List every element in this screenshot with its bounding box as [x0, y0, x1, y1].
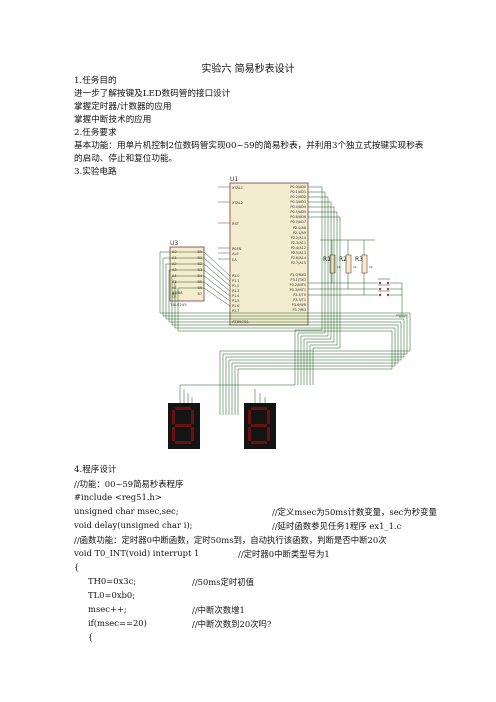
p2-pin-label: P2.0/A8	[293, 226, 306, 230]
u3b-pin-label: B7	[198, 292, 202, 296]
section-heading-circuit: 3.实验电路	[74, 167, 117, 177]
code-line-3-stmt: unsigned char msec,sec;	[74, 506, 179, 516]
code-line-10: msec++; //中断次数增1	[88, 604, 245, 615]
code-line-9: TL0=0xb0;	[88, 590, 136, 600]
mcu-xtal2: XTAL2	[232, 201, 243, 205]
p3-pin-label: P3.4/T0	[293, 293, 306, 297]
code-line-3: unsigned char msec,sec; //定义msec为50ms计数变…	[74, 506, 437, 517]
doc-title: 实验六 简易秒表设计	[201, 64, 295, 75]
p2-pin-label: P2.6/A14	[291, 256, 306, 260]
p3-pin-label: P3.2/INT0	[290, 283, 306, 287]
code-line-5: //函数功能：定时器0中断函数，定时50ms到，自动执行该函数，判断是否中断20…	[74, 535, 387, 545]
p0-pin-label: P0.3/AD3	[290, 200, 306, 204]
buffer-ab: AB/BA	[172, 291, 183, 295]
code-line-4-stmt: void delay(unsigned char i);	[74, 520, 193, 530]
mcu-body	[229, 182, 309, 326]
p1-pin-label: P1.0	[232, 274, 239, 278]
buffer-ce: CE	[172, 295, 177, 299]
p3-pin-label: P3.7/RD	[292, 308, 306, 312]
resistor-r3: R3	[355, 256, 363, 263]
code-line-10-stmt: msec++;	[88, 604, 127, 614]
u3a-pin-label: A5	[172, 280, 176, 284]
code-line-8-stmt: TH0=0x3c;	[88, 576, 137, 586]
p1-pin-label: P1.4	[232, 294, 239, 298]
mcu-p0-pins: P0.0/AD0P0.1/AD1P0.2/AD2P0.3/AD3P0.4/AD4…	[290, 185, 306, 224]
code-line-10-comment: //中断次数增1	[192, 605, 245, 615]
code-line-3-comment: //定义msec为50ms计数变量，sec为秒变量	[272, 507, 437, 517]
resistor-r3-value: 1k	[369, 265, 373, 269]
p1-pin-label: P1.1	[232, 279, 239, 283]
section-heading-program: 4.程序设计	[74, 465, 117, 475]
p3-pin-label: P3.1/TXD	[290, 278, 306, 282]
buffer-part-label: 74LS245	[170, 302, 187, 307]
p2-pin-label: P2.3/A11	[291, 241, 306, 245]
u3a-pin-label: A7	[172, 292, 176, 296]
p3-pin-label: P3.5/T1	[293, 298, 306, 302]
code-line-8-comment: //50ms定时初值	[192, 577, 255, 587]
requirement-text: 基本功能：用单片机控制2位数码管实现00~59的简易秒表，并利用3个独立式按键实…	[74, 141, 424, 164]
mcu-psen: PSEN	[232, 247, 242, 251]
buffer-ref-label: U3	[170, 240, 178, 247]
code-line-11-comment: //中断次数到20次吗?	[192, 619, 272, 629]
code-line-4: void delay(unsigned char i); //延时函数参见任务1…	[74, 520, 401, 531]
goal-line-1: 进一步了解按键及LED数码管的接口设计	[74, 89, 231, 99]
p0-pin-label: P0.6/AD6	[290, 215, 306, 219]
goal-line-3: 掌握中断技术的应用	[74, 115, 152, 125]
resistor-r2: R2	[339, 256, 347, 263]
p0-pin-label: P0.0/AD0	[290, 185, 306, 189]
p2-pin-label: P2.2/A10	[291, 236, 306, 240]
resistor-r1: R1	[323, 256, 331, 263]
p0-pin-label: P0.4/AD4	[290, 205, 306, 209]
p2-pin-label: P2.5/A13	[291, 251, 306, 255]
code-line-1: //功能：00~59简易秒表程序	[74, 479, 184, 489]
circuit-diagram: U1 XTAL1 XTAL2 RST PSEN ALE EA P0.0/AD0P…	[159, 176, 411, 449]
p3-pin-label: P3.3/INT1	[290, 288, 306, 292]
p2-pin-label: P2.1/A9	[293, 231, 306, 235]
mcu-ea: EA	[232, 258, 237, 262]
mcu-p3-pins: P3.0/RXDP3.1/TXDP3.2/INT0P3.3/INT1P3.4/T…	[290, 273, 307, 312]
resistor-r2-value: 1k	[353, 265, 357, 269]
p1-pin-label: P1.2	[232, 284, 239, 288]
code-line-12: {	[88, 632, 94, 642]
p0-pin-label: P0.7/AD7	[290, 220, 306, 224]
p2-pin-label: P2.7/A15	[291, 261, 306, 265]
resistor-r1-value: 1k	[337, 265, 341, 269]
mcu-rst: RST	[232, 222, 240, 226]
p1-pin-label: P1.6	[232, 304, 239, 308]
p0-pin-label: P0.2/AD2	[290, 195, 306, 199]
p3-pin-label: P3.6/WR	[292, 303, 307, 307]
code-line-11: if(msec==20) //中断次数到20次吗?	[88, 618, 271, 629]
code-line-2: #include <reg51.h>	[74, 492, 162, 502]
p0-pin-label: P0.1/AD1	[290, 190, 306, 194]
code-line-8: TH0=0x3c; //50ms定时初值	[88, 576, 254, 587]
u3a-pin-label: A6	[172, 286, 176, 290]
p2-pin-label: P2.4/A12	[291, 246, 306, 250]
p0-pin-label: P0.5/AD5	[290, 210, 306, 214]
code-line-11-stmt: if(msec==20)	[88, 618, 147, 628]
code-line-6: void T0_INT(void) interrupt 1 //定时器0中断类型…	[74, 548, 330, 559]
p1-pin-label: P1.3	[232, 289, 239, 293]
p1-pin-label: P1.7	[232, 309, 239, 313]
section-heading-requirement: 2.任务要求	[74, 128, 117, 138]
mcu-ref-label: U1	[230, 176, 238, 183]
code-line-4-comment: //延时函数参见任务1程序 ex1_1.c	[272, 521, 402, 531]
code-line-6-stmt: void T0_INT(void) interrupt 1	[74, 548, 200, 558]
mcu-xtal1: XTAL1	[232, 186, 243, 190]
section-heading-goal: 1.任务目的	[74, 76, 117, 86]
mcu-part-label: AT89C51	[232, 319, 250, 324]
code-line-6-comment: //定时器0中断类型号为1	[238, 549, 330, 559]
p3-pin-label: P3.0/RXD	[290, 273, 306, 277]
mcu-ale: ALE	[232, 252, 239, 256]
buffer-body	[169, 246, 205, 302]
mcu-p2-pins: P2.0/A8P2.1/A9P2.2/A10P2.3/A11P2.4/A12P2…	[291, 226, 306, 265]
mcu-p1-pins: P1.0P1.1P1.2P1.3P1.4P1.5P1.6P1.7	[232, 274, 239, 313]
p1-pin-label: P1.5	[232, 299, 239, 303]
code-line-7: {	[74, 562, 80, 572]
goal-line-2: 掌握定时器/计数器的应用	[74, 102, 172, 112]
